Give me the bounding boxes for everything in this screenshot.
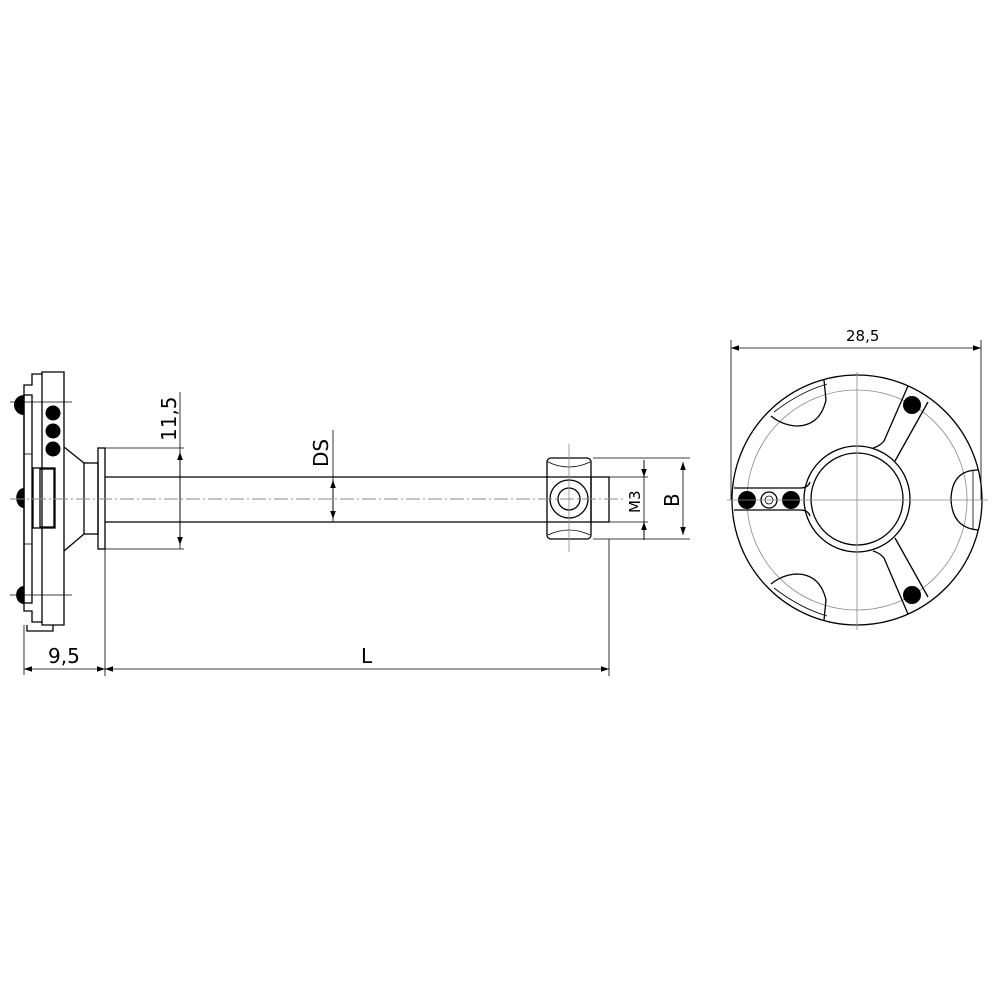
dim-head-width: B (593, 457, 690, 540)
dim-label-b: B (660, 493, 684, 507)
adapter-cone (63, 446, 106, 552)
shaft (105, 476, 547, 523)
dim-label-ds: DS (309, 439, 333, 467)
dim-flange-height: 11,5 (105, 392, 184, 550)
notches (770, 379, 979, 621)
probe-head (546, 444, 610, 552)
dim-bottom: 9,5 L (24, 539, 610, 676)
dim-label-m3: M3 (626, 491, 644, 514)
side-view: 11,5 DS M3 B 9,5 (10, 371, 690, 676)
end-view: 28,5 (727, 327, 988, 630)
spokes (734, 385, 929, 615)
contact-balls-left (10, 395, 72, 604)
dots-column (45, 405, 61, 457)
dim-label-28-5: 28,5 (846, 327, 879, 345)
dim-diameter: 28,5 (730, 327, 982, 500)
dim-shaft-diameter: DS (309, 430, 336, 522)
dim-label-l: L (361, 644, 373, 668)
dim-label-9-5: 9,5 (48, 644, 80, 668)
dim-thread: M3 (609, 460, 648, 540)
dim-label-11-5: 11,5 (157, 396, 181, 441)
